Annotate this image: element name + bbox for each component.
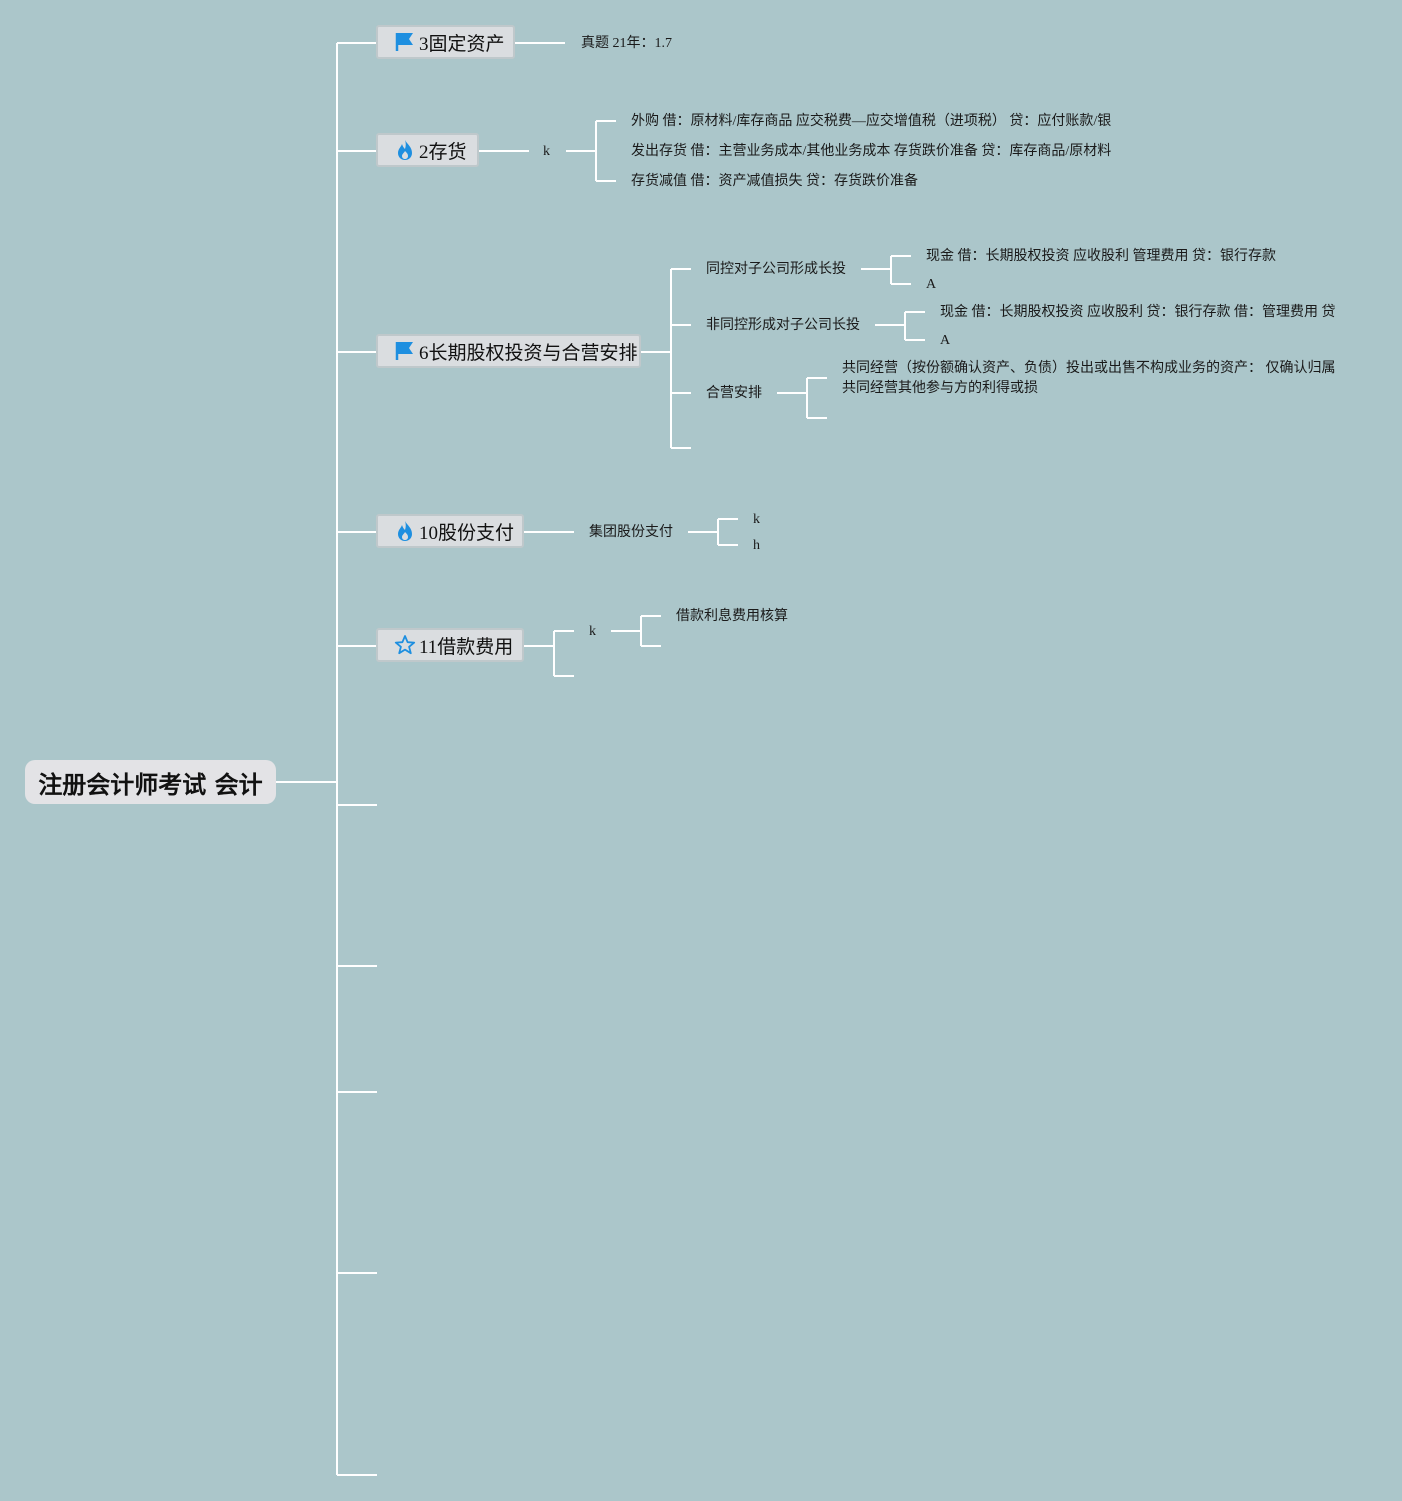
topic-fixed-assets[interactable]: 3固定资产: [376, 25, 515, 59]
subtopic-non-common-control[interactable]: 非同控形成对子公司长投: [706, 318, 860, 333]
topic-label: 3固定资产: [419, 33, 505, 55]
topic-borrowing-costs[interactable]: 11借款费用: [376, 628, 524, 662]
topic-note[interactable]: 真题 21年：1.7: [581, 36, 672, 51]
detail-common-control-a[interactable]: A: [926, 277, 937, 292]
fire-icon: [394, 139, 416, 161]
topic-label: 10股份支付: [419, 522, 515, 544]
detail-h[interactable]: h: [753, 538, 760, 553]
subtopic-k[interactable]: k: [543, 144, 550, 159]
flag-icon: [394, 31, 416, 53]
topic-label: 6长期股权投资与合营安排: [419, 342, 638, 364]
topic-label: 11借款费用: [419, 636, 514, 658]
detail-inventory-impairment[interactable]: 存货减值 借：资产减值损失 贷：存货跌价准备: [631, 174, 918, 189]
detail-borrowing-interest[interactable]: 借款利息费用核算: [676, 609, 788, 624]
detail-issue-inventory[interactable]: 发出存货 借：主营业务成本/其他业务成本 存货跌价准备 贷：库存商品/原材料: [631, 144, 1112, 159]
fire-icon: [394, 520, 416, 542]
topic-label: 2存货: [419, 141, 467, 163]
flag-icon: [394, 340, 416, 362]
star-icon: [394, 634, 416, 656]
subtopic-k[interactable]: k: [589, 624, 596, 639]
detail-purchase[interactable]: 外购 借：原材料/库存商品 应交税费—应交增值税（进项税） 贷：应付账款/银: [631, 114, 1112, 129]
root-topic[interactable]: 注册会计师考试 会计: [25, 760, 276, 804]
subtopic-joint-arrangement[interactable]: 合营安排: [706, 386, 762, 401]
detail-common-control-cash[interactable]: 现金 借：长期股权投资 应收股利 管理费用 贷：银行存款: [926, 249, 1276, 264]
detail-joint-operation-line1[interactable]: 共同经营（按份额确认资产、负债）投出或出售不构成业务的资产： 仅确认归属: [842, 361, 1336, 376]
topic-inventory[interactable]: 2存货: [376, 133, 479, 167]
subtopic-group-share-payment[interactable]: 集团股份支付: [589, 525, 673, 540]
root-topic-label: 注册会计师考试 会计: [38, 770, 263, 799]
detail-joint-operation-line2: 共同经营其他参与方的利得或损: [842, 381, 1038, 396]
topic-long-term-equity[interactable]: 6长期股权投资与合营安排: [376, 334, 641, 368]
topic-share-payment[interactable]: 10股份支付: [376, 514, 524, 548]
detail-non-common-control-a[interactable]: A: [940, 333, 951, 348]
detail-non-common-control-cash[interactable]: 现金 借：长期股权投资 应收股利 贷：银行存款 借：管理费用 贷: [940, 305, 1336, 320]
detail-k[interactable]: k: [753, 512, 760, 527]
subtopic-common-control[interactable]: 同控对子公司形成长投: [706, 262, 846, 277]
